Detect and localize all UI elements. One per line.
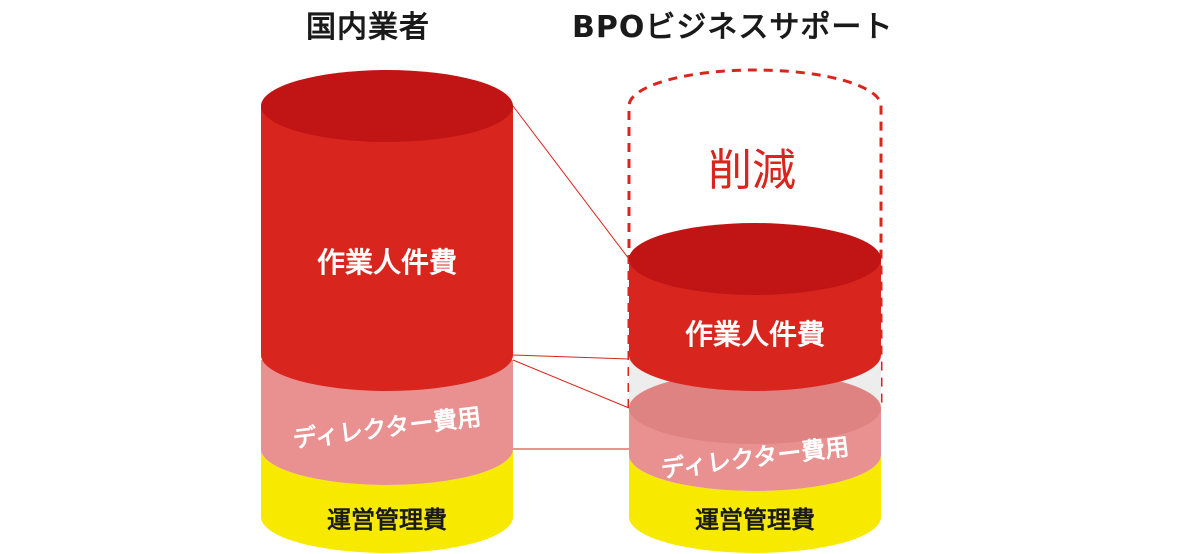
right-director-top xyxy=(629,372,881,444)
left-director-segment xyxy=(261,360,513,485)
connector-line-top xyxy=(512,105,630,260)
right-cylinder: 削減 作業人件費 ディレクター費用 運営管理費 xyxy=(627,68,883,553)
left-cylinder: 作業人件費 ディレクター費用 運営管理費 xyxy=(261,70,513,553)
right-labor-segment xyxy=(629,259,881,391)
reduction-dashed-outline xyxy=(627,68,883,408)
left-admin-label: 運営管理費 xyxy=(327,506,447,534)
left-labor-segment xyxy=(261,106,513,391)
reduction-label: 削減 xyxy=(708,145,796,196)
connector-lines xyxy=(512,105,630,450)
connector-line-labor-bottom xyxy=(512,354,630,360)
right-title: BPOビジネスサポート xyxy=(572,10,894,45)
right-labor-label: 作業人件費 xyxy=(685,318,825,351)
connector-line-director-top xyxy=(512,359,630,409)
left-admin-segment xyxy=(261,449,513,553)
right-labor-top xyxy=(629,223,881,295)
left-title: 国内業者 xyxy=(306,10,430,45)
left-labor-label: 作業人件費 xyxy=(317,246,457,279)
left-cylinder-top xyxy=(261,70,513,142)
right-admin-label: 運営管理費 xyxy=(695,506,815,534)
right-admin-segment xyxy=(629,455,881,553)
